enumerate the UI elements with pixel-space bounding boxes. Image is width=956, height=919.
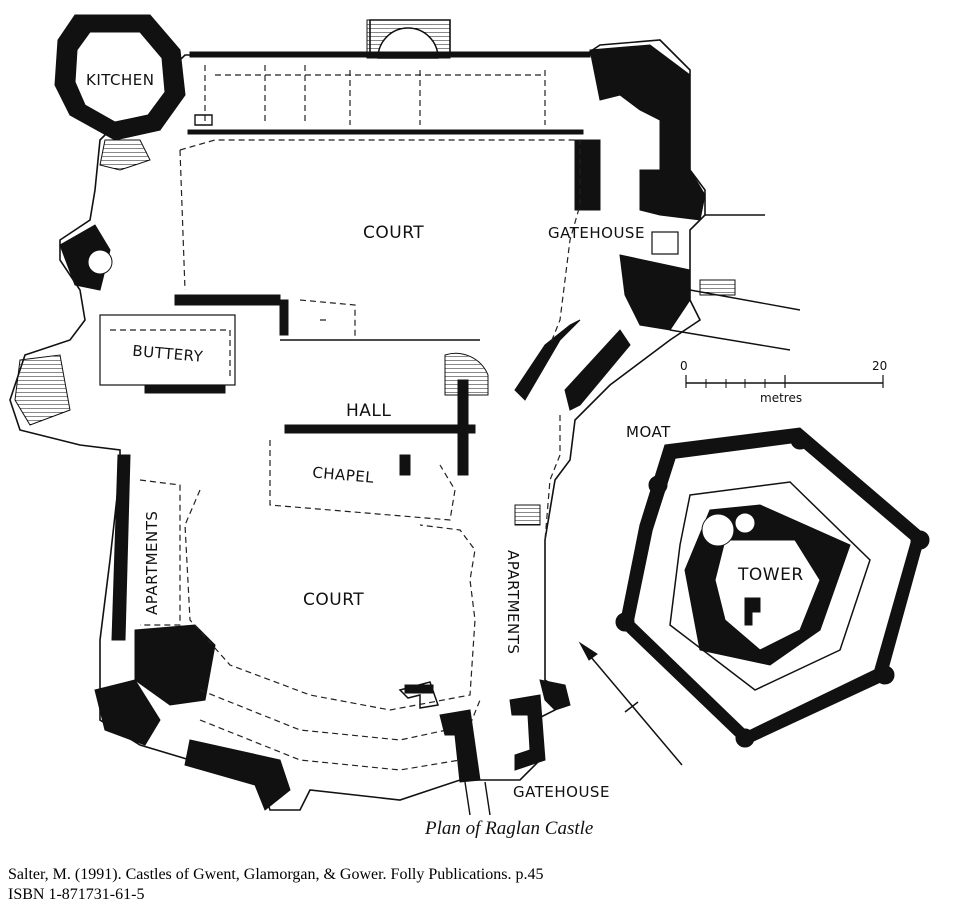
court-boundaries [179,139,581,711]
scale-unit-label: metres [760,391,802,405]
hall-block [174,294,489,476]
scale-bar: 0 20 metres [680,359,887,405]
citation-line-2: ISBN 1-871731-61-5 [8,886,145,903]
label-apartments-west: APARTMENTS [143,511,161,615]
south-range [184,681,481,811]
label-court-south: COURT [303,590,364,610]
kitchen-tower [54,14,186,171]
label-court-north: COURT [363,223,424,243]
label-gatehouse-east: GATEHOUSE [548,224,645,242]
south-gatehouse-block [439,679,571,816]
great-tower [615,427,930,748]
scale-end-label: 20 [872,359,887,373]
label-tower: TOWER [737,565,804,585]
label-chapel: CHAPEL [312,463,375,486]
castle-outer-walls [9,19,706,811]
north-range [187,19,591,135]
label-apartments-east: APARTMENTS [504,550,522,654]
label-kitchen: KITCHEN [86,71,155,89]
citation-line-1: Salter, M. (1991). Castles of Gwent, Gla… [8,866,544,883]
chapel-block [269,440,456,521]
buttery-block [14,224,236,426]
label-gatehouse-south: GATEHOUSE [513,783,610,801]
west-apartments-block [94,454,216,746]
east-passage [514,319,631,541]
label-hall: HALL [346,401,391,421]
scale-start-label: 0 [680,359,688,373]
east-gatehouse-block [574,44,801,351]
label-moat: MOAT [626,423,671,441]
plan-caption: Plan of Raglan Castle [424,818,593,839]
north-arrow [578,641,683,766]
